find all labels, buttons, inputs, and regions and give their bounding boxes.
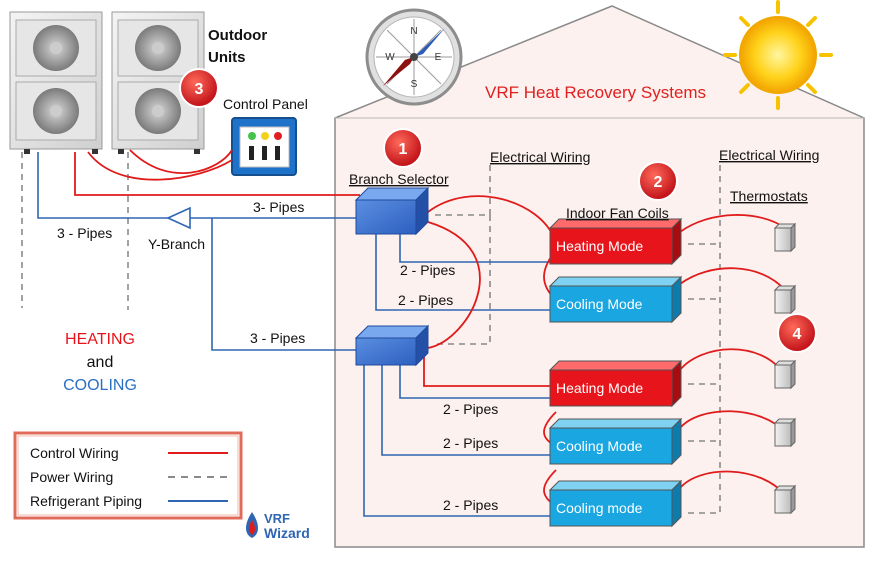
power-wiring <box>21 152 721 514</box>
branch-selector-2 <box>354 324 430 367</box>
thermostats <box>773 222 797 515</box>
y-branch-icon <box>166 206 191 230</box>
fan-coil-4: Cooling Mode <box>548 417 683 466</box>
fan-coil-top <box>548 276 683 287</box>
pipes-label-three-top: 3- Pipes <box>253 199 304 215</box>
pipes-label-two-4: 2 - Pipes <box>443 435 498 451</box>
svg-text:4: 4 <box>793 326 802 343</box>
legend-control-label: Control Wiring <box>30 445 119 461</box>
svg-text:2: 2 <box>654 174 663 191</box>
fan-coil-2: Cooling Mode <box>548 275 683 324</box>
cooling-label: COOLING <box>63 377 137 394</box>
svg-text:S: S <box>411 79 418 90</box>
marker-4: 4 <box>777 313 817 353</box>
electrical-wiring-label-2: Electrical Wiring <box>719 147 819 163</box>
outdoor-unit-1 <box>9 11 103 154</box>
thermostat-1 <box>773 222 797 253</box>
fan-coil-3: Heating Mode <box>548 359 683 408</box>
thermostat-5 <box>773 484 797 515</box>
fan-coil-front <box>549 285 673 323</box>
fan-coil-top <box>548 418 683 429</box>
branch-selector-1 <box>354 186 430 236</box>
fan-coil-front <box>549 227 673 265</box>
electrical-wiring-label-1: Electrical Wiring <box>490 149 590 165</box>
y-branch-label: Y-Branch <box>148 236 205 252</box>
fan-coil-front <box>549 427 673 465</box>
fan-coil-1: Heating Mode <box>548 217 683 266</box>
system-title: VRF Heat Recovery Systems <box>485 83 706 102</box>
pipes-label-three-mid: 3 - Pipes <box>250 330 305 346</box>
outdoor-unit-2 <box>111 11 205 154</box>
fan-coil-5: Cooling mode <box>548 479 683 528</box>
and-label: and <box>87 354 114 371</box>
sun-icon <box>723 0 833 110</box>
compass-icon: N W E S <box>365 8 463 106</box>
thermostat-2 <box>773 284 797 315</box>
pipes-label-two-1: 2 - Pipes <box>400 262 455 278</box>
control-panel-label: Control Panel <box>223 96 308 112</box>
legend-refrigerant-label: Refrigerant Piping <box>30 493 142 509</box>
legend-power-label: Power Wiring <box>30 469 113 485</box>
refrigerant-piping <box>37 152 555 517</box>
fan-coil-label: Heating Mode <box>556 380 643 396</box>
thermostats-label: Thermostats <box>730 188 808 204</box>
heating-label: HEATING <box>65 331 135 348</box>
branch-selector-label: Branch Selector <box>349 171 449 187</box>
control-panel <box>231 117 297 176</box>
pipes-label-two-3: 2 - Pipes <box>443 401 498 417</box>
fan-coil-top <box>548 480 683 491</box>
fan-coil-label: Cooling mode <box>556 500 643 516</box>
fan-coil-front <box>549 489 673 527</box>
fan-coil-label: Heating Mode <box>556 238 643 254</box>
fan-coil-front <box>549 369 673 407</box>
outdoor-units-label: Outdoor Units <box>208 27 271 66</box>
vrf-wizard-logo: VRF Wizard <box>246 511 310 541</box>
svg-text:E: E <box>435 52 442 63</box>
marker-2: 2 <box>638 161 678 201</box>
thermostat-3 <box>773 359 797 390</box>
marker-3: 3 <box>179 68 219 108</box>
thermostat-4 <box>773 417 797 448</box>
svg-text:VRF: VRF <box>264 511 290 526</box>
svg-text:Wizard: Wizard <box>264 525 310 541</box>
pipes-label-two-5: 2 - Pipes <box>443 497 498 513</box>
svg-text:W: W <box>385 52 395 63</box>
indoor-fan-coils-label: Indoor Fan Coils <box>566 205 669 221</box>
fan-coil-label: Cooling Mode <box>556 438 643 454</box>
marker-1: 1 <box>383 128 423 168</box>
pipes-label-three-left: 3 - Pipes <box>57 225 112 241</box>
pipes-label-two-2: 2 - Pipes <box>398 292 453 308</box>
svg-text:1: 1 <box>399 141 408 158</box>
legend: Control Wiring Power Wiring Refrigerant … <box>13 431 243 520</box>
svg-text:N: N <box>410 26 417 37</box>
fan-coil-top <box>548 360 683 371</box>
svg-text:3: 3 <box>195 81 204 98</box>
fan-coil-label: Cooling Mode <box>556 296 643 312</box>
